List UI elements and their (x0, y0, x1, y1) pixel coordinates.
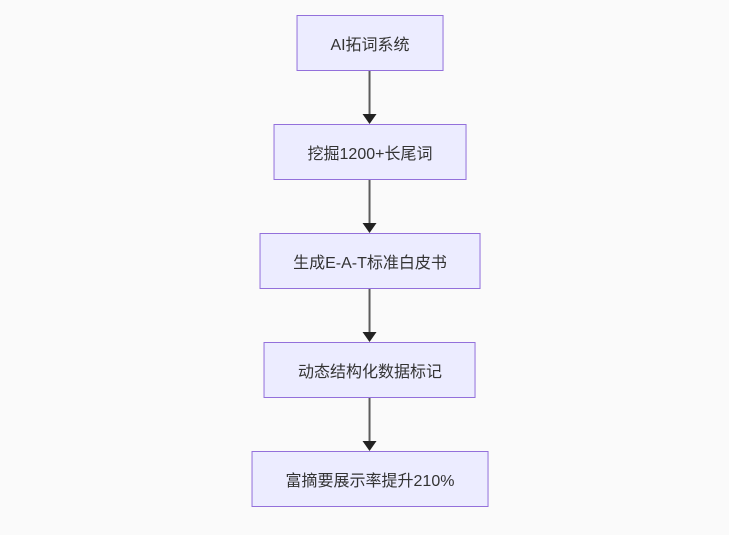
flow-node-1: AI拓词系统 (296, 15, 444, 71)
flow-edge-2 (363, 180, 377, 233)
flow-node-4-label: 动态结构化数据标记 (297, 364, 442, 381)
arrowhead-down-icon (363, 441, 377, 451)
flow-node-2-label: 挖掘1200+长尾词 (307, 146, 433, 163)
flow-node-2: 挖掘1200+长尾词 (273, 124, 467, 180)
flow-edge-3 (363, 289, 377, 342)
arrowhead-down-icon (363, 223, 377, 233)
flow-node-3-label: 生成E-A-T标准白皮书 (293, 255, 447, 272)
edge-line (369, 289, 371, 333)
flow-edge-1 (363, 71, 377, 124)
flow-edge-4 (363, 398, 377, 451)
flow-node-4: 动态结构化数据标记 (263, 342, 476, 398)
flow-node-1-label: AI拓词系统 (330, 37, 410, 54)
flow-node-5-label: 富摘要展示率提升210% (285, 473, 455, 490)
edge-line (369, 71, 371, 115)
edge-line (369, 398, 371, 442)
flow-node-3: 生成E-A-T标准白皮书 (259, 233, 481, 289)
arrowhead-down-icon (363, 114, 377, 124)
arrowhead-down-icon (363, 332, 377, 342)
edge-line (369, 180, 371, 224)
flowchart: AI拓词系统 挖掘1200+长尾词 生成E-A-T标准白皮书 动态结构化数据标记 (251, 15, 489, 507)
flow-node-5: 富摘要展示率提升210% (251, 451, 489, 507)
